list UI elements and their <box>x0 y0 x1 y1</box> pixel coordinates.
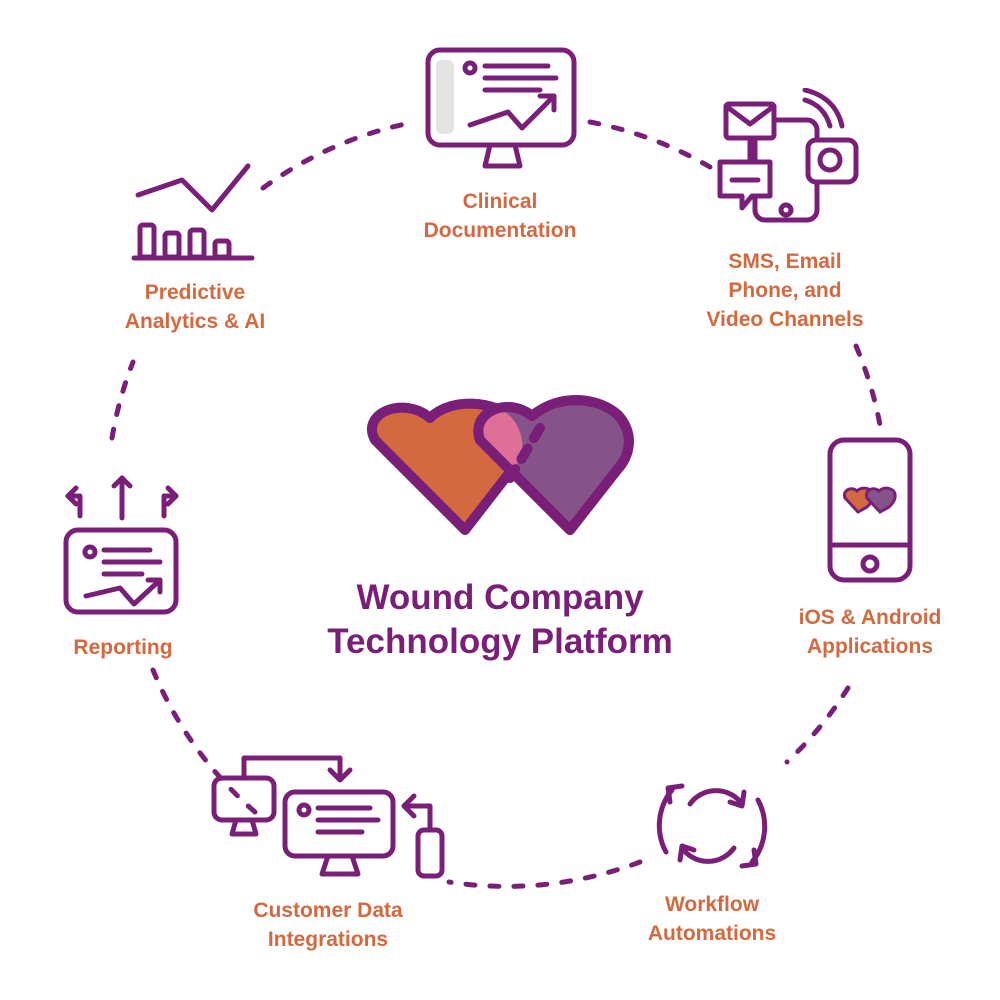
ring-segment <box>260 119 418 191</box>
feature-label-customer-data-integrations: Customer Data Integrations <box>253 899 403 951</box>
smartphone-app-icon <box>827 437 913 583</box>
ring-segment <box>109 359 136 441</box>
sync-arrows-icon <box>656 783 768 869</box>
ring-segment <box>587 119 713 170</box>
ring-segment <box>784 685 851 765</box>
analytics-chart-icon <box>131 163 255 261</box>
mini-heart-logo <box>842 486 897 514</box>
heart-dash-seam <box>505 423 545 483</box>
report-share-icon <box>63 475 179 615</box>
ring-segment <box>446 859 643 889</box>
double-heart-logo <box>367 395 634 535</box>
monitor-document-icon <box>425 47 577 169</box>
title-line-2: Technology Platform <box>327 622 673 661</box>
communication-channels-icon <box>717 88 859 223</box>
ring-segment <box>853 343 883 428</box>
feature-label-reporting: Reporting <box>73 636 173 659</box>
feature-label-mobile-applications: iOS & Android Applications <box>798 606 942 658</box>
feature-label-communication-channels: SMS, Email Phone, and Video Channels <box>706 250 864 331</box>
feature-label-clinical-documentation: Clinical Documentation <box>423 190 577 242</box>
data-integration-icon <box>211 755 445 879</box>
title-line-1: Wound Company <box>356 578 644 617</box>
feature-label-workflow-automations: Workflow Automations <box>647 893 777 945</box>
right-heart-outline <box>473 395 634 535</box>
feature-label-predictive-analytics: Predictive Analytics & AI <box>124 281 266 333</box>
platform-title: Wound Company Technology Platform <box>250 576 750 664</box>
